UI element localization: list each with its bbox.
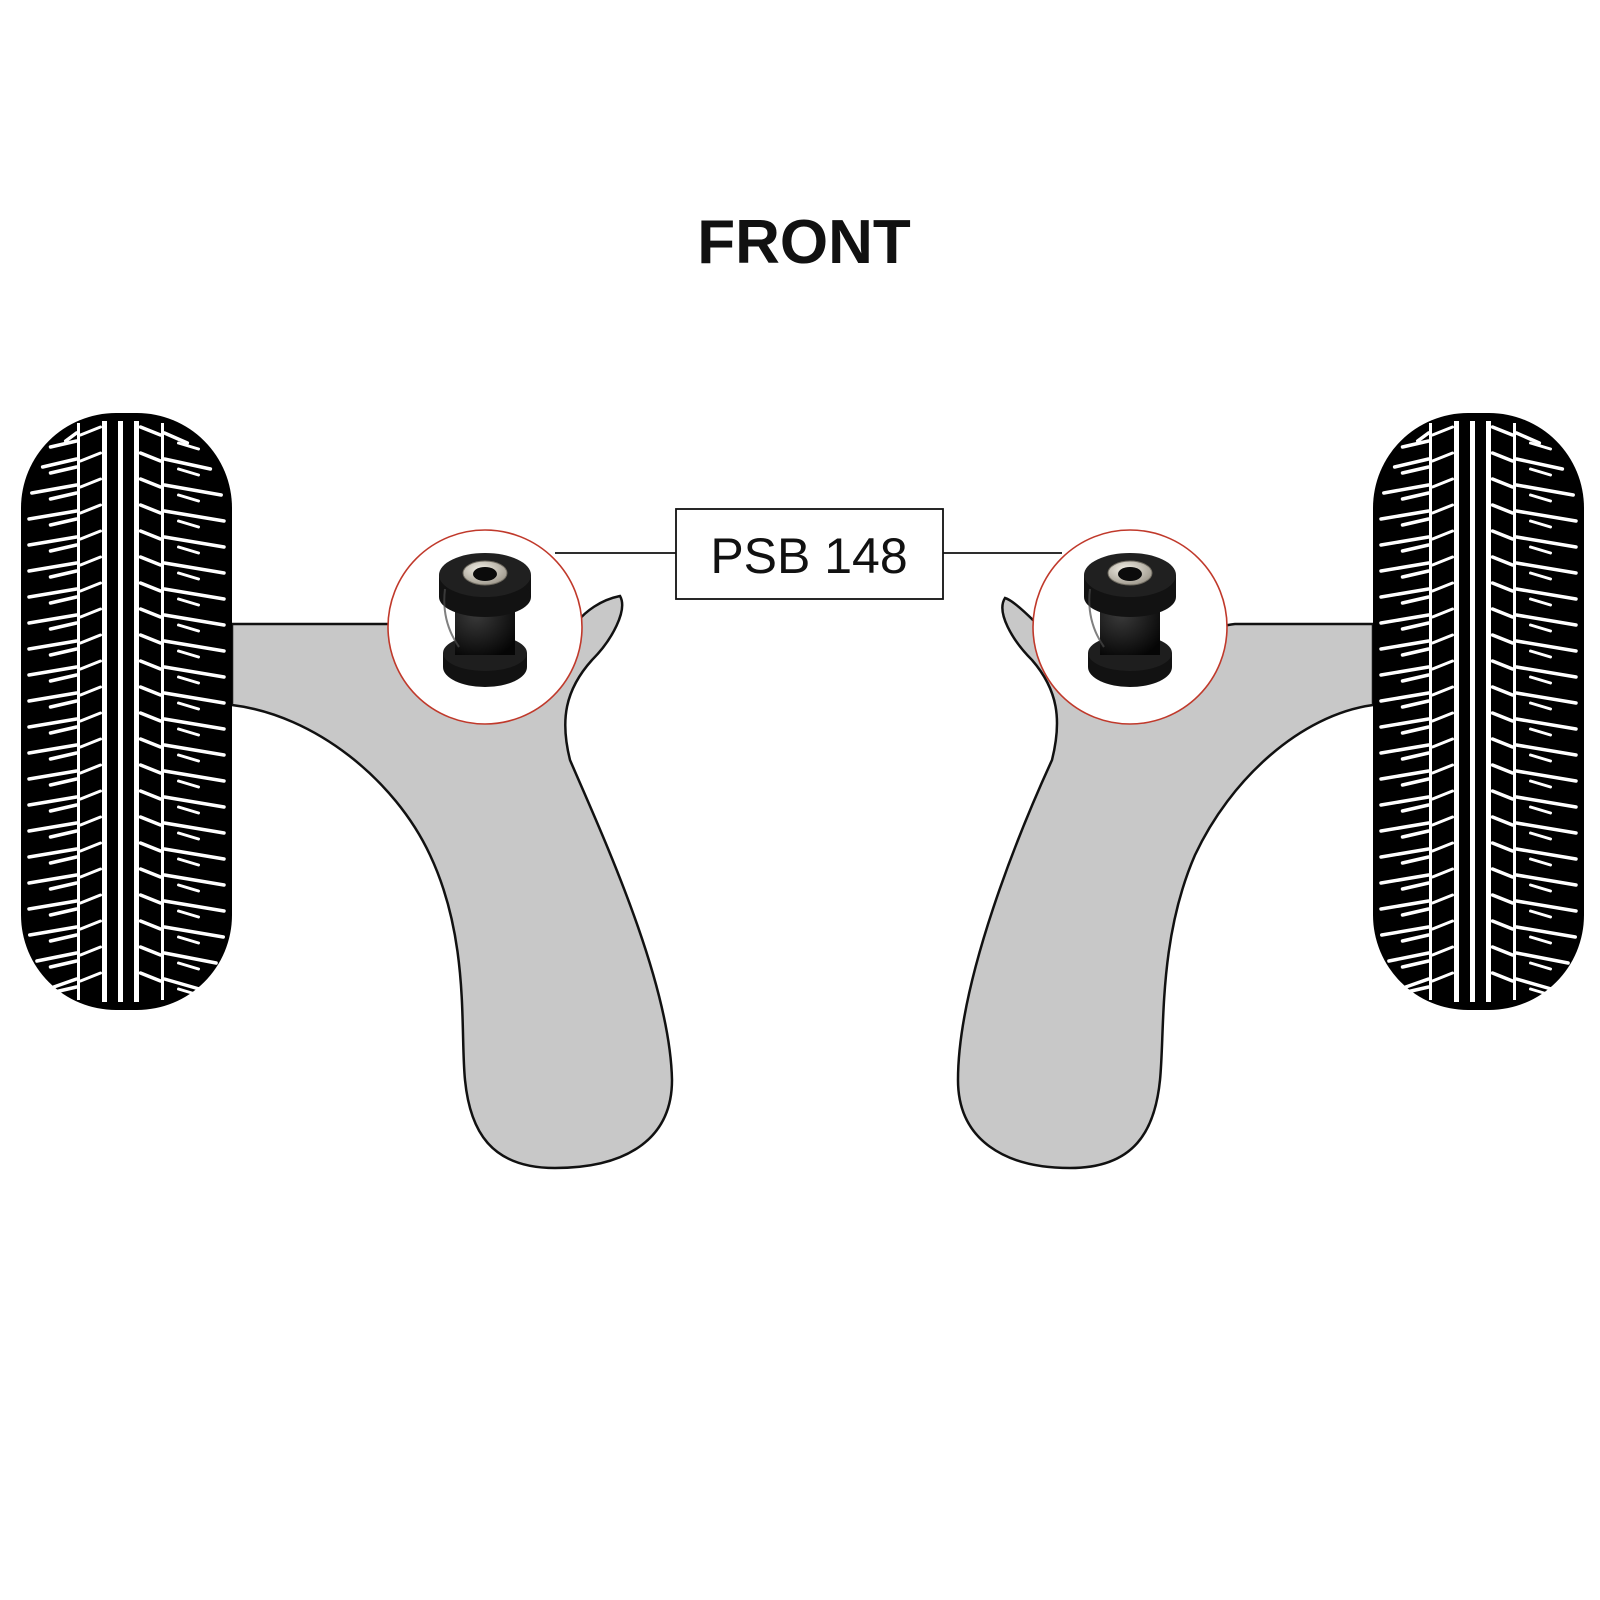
bush-left-icon [439, 553, 531, 687]
bush-right-icon [1084, 553, 1176, 687]
front-heading: FRONT [697, 208, 911, 277]
tyre-right-icon [1373, 413, 1584, 1010]
bush-callout-left [387, 529, 583, 725]
tyre-left-icon [21, 413, 232, 1010]
part-label-box [675, 508, 944, 600]
bush-callout-right [1032, 529, 1228, 725]
part-label: PSB 148 [710, 528, 907, 584]
